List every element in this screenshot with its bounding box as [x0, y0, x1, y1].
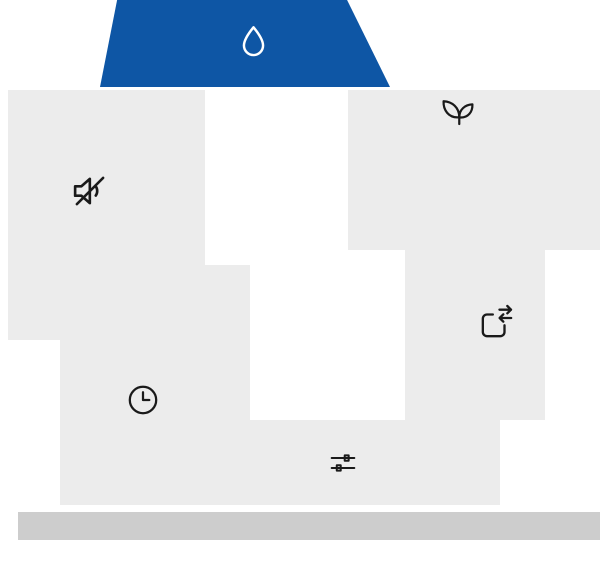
program-banner[interactable]: [100, 0, 390, 87]
tile-adjust[interactable]: [205, 420, 500, 505]
clock-icon: [128, 385, 158, 415]
leaf-icon: [442, 100, 474, 126]
sliders-icon: [330, 454, 356, 472]
speaker-muted-icon: [73, 176, 105, 206]
tile-transfer[interactable]: [405, 150, 545, 420]
device-transfer-arrows-icon: [481, 304, 513, 338]
bottom-bar: [18, 512, 600, 540]
water-drop-icon: [242, 26, 265, 57]
